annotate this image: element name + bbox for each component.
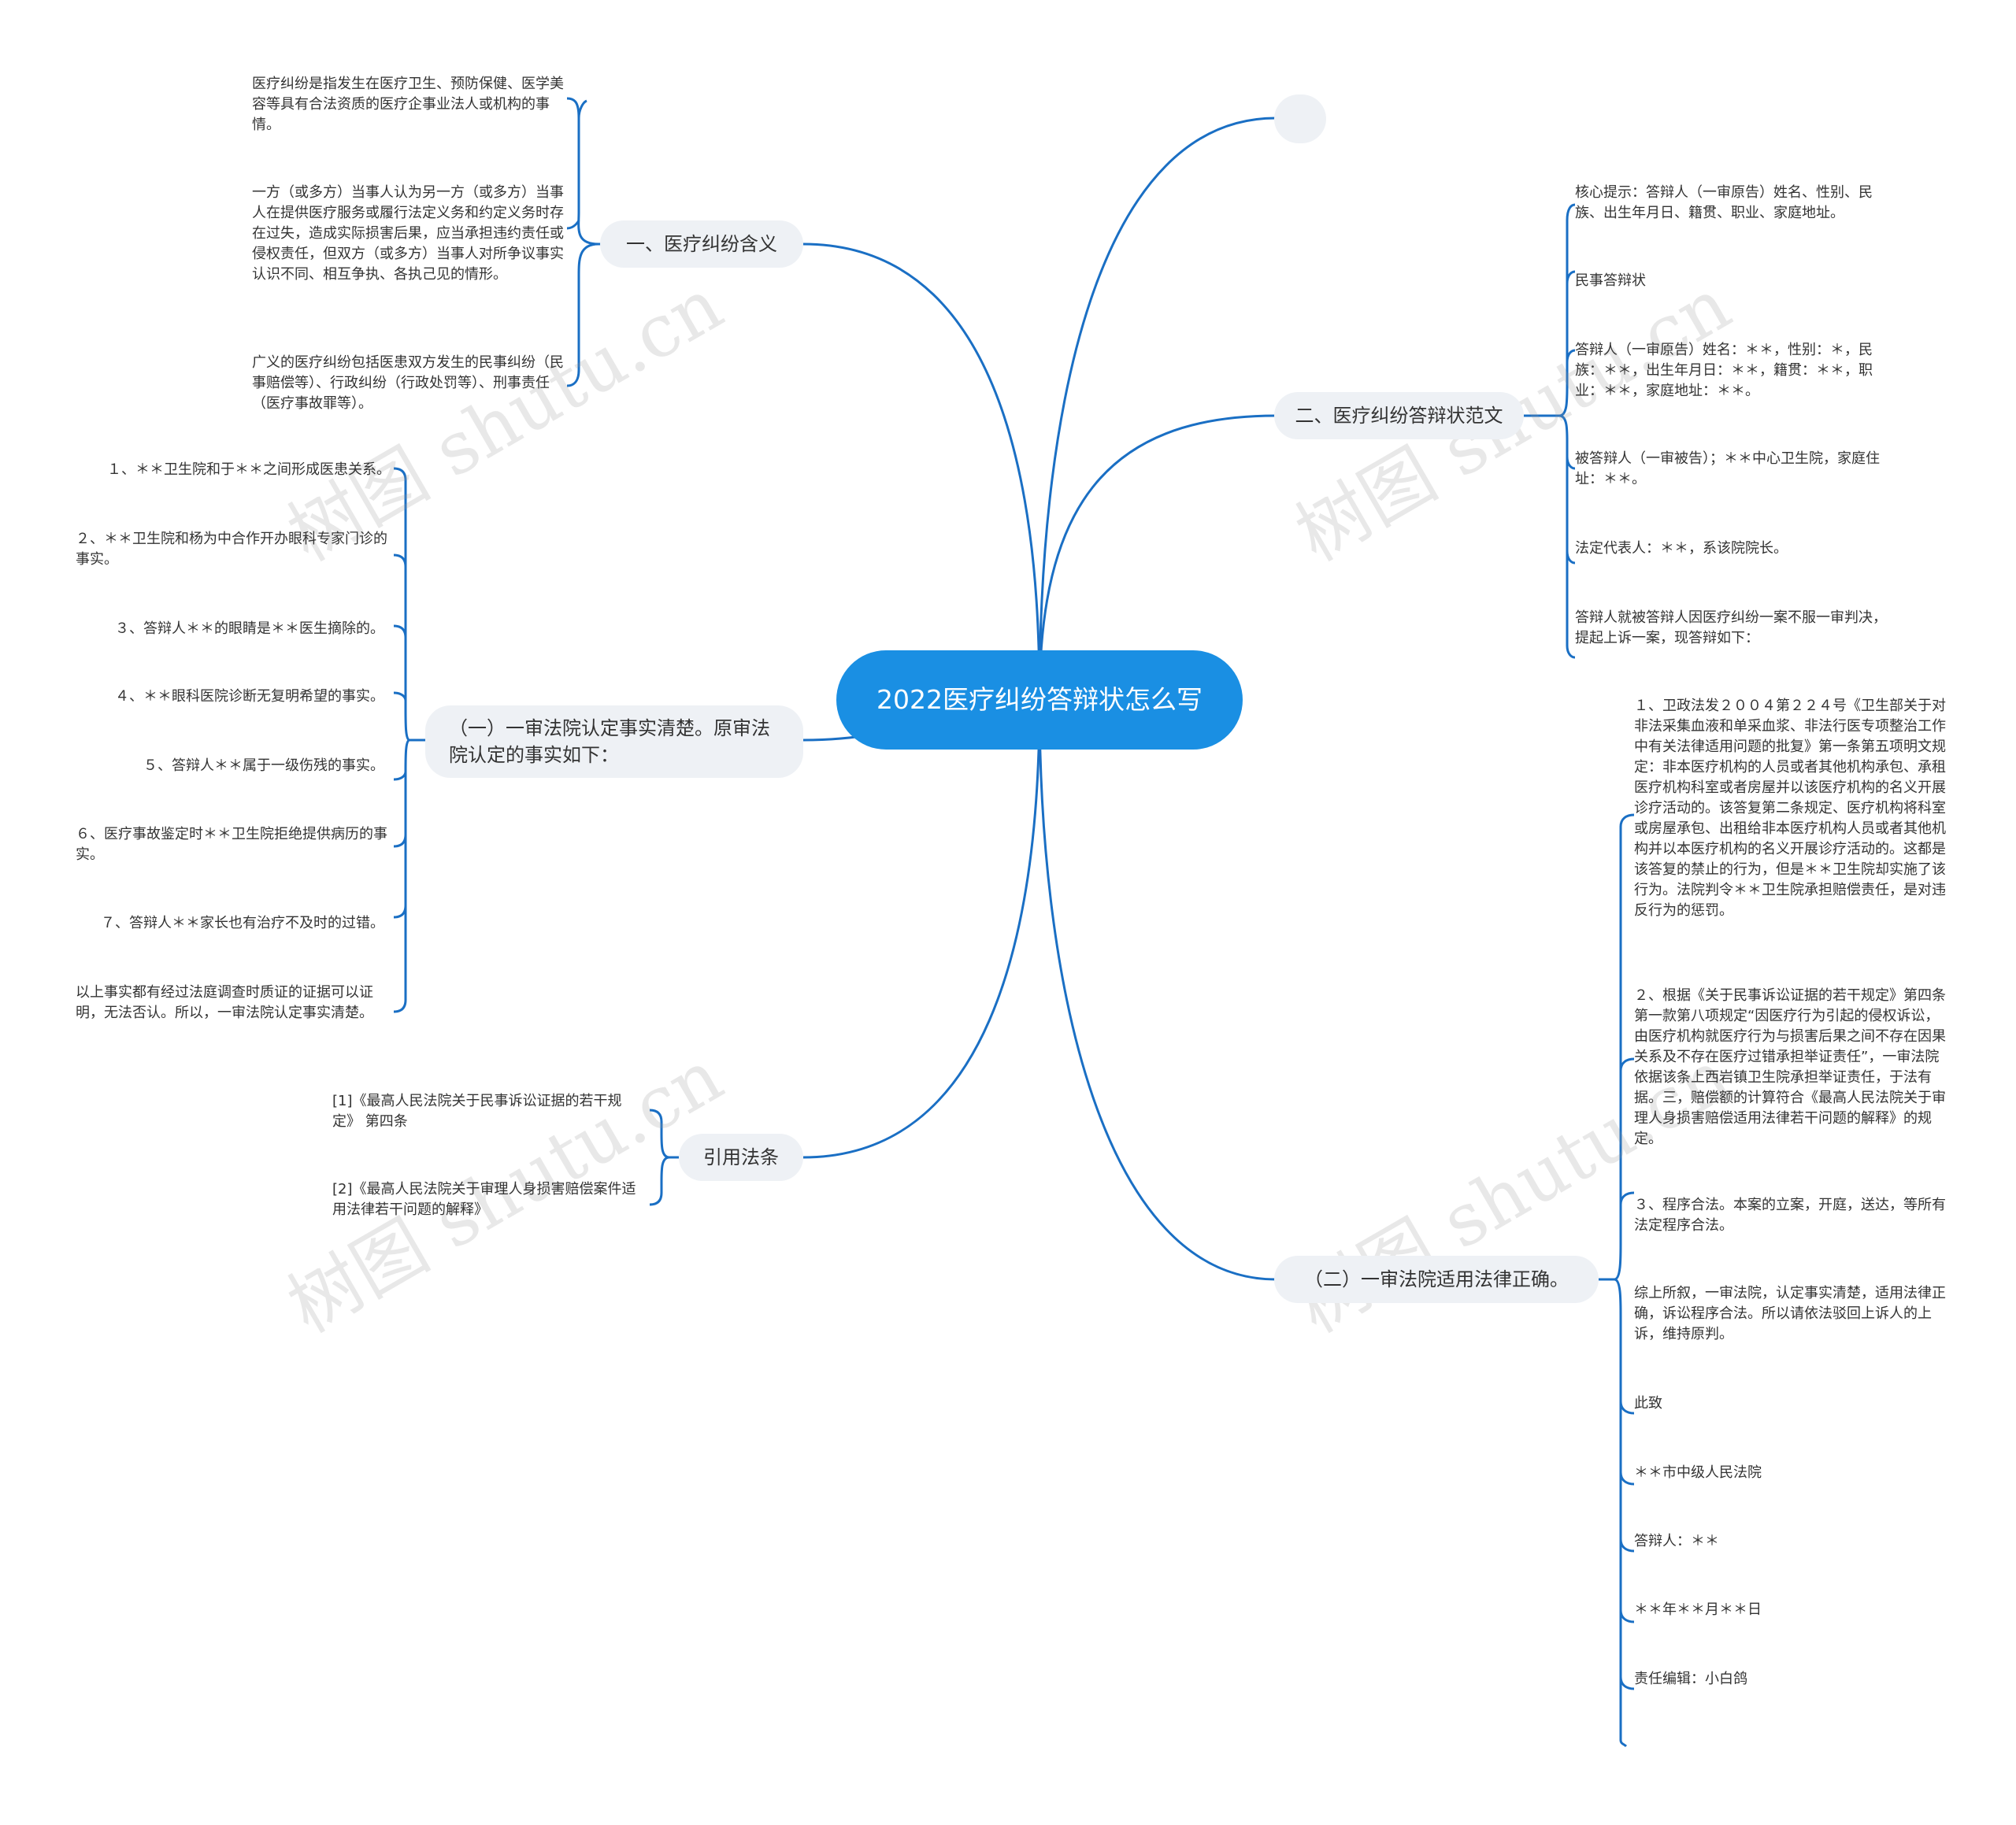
central-topic[interactable]: 2022医疗纠纷答辩状怎么写 [836,650,1243,750]
leaf-b3-2: [2]《最高人民法院关于审理人身损害赔偿案件适用法律若干问题的解释》 [332,1181,636,1218]
edge-center-b4 [1038,414,1277,701]
branch-cited-laws[interactable]: 引用法条 [679,1134,803,1181]
leaf-b2-5: ５、答辩人＊＊属于一级伤残的事实。 [143,757,384,774]
leaf-b5-9: 责任编辑：小白鸽 [1634,1671,1747,1687]
leaf-b5-3: ３、程序合法。本案的立案，开庭，送达，等所有法定程序合法。 [1634,1197,1946,1234]
leaf-b2-4: ４、＊＊眼科医院诊断无复明希望的事实。 [115,688,384,705]
leaf-b4-3: 答辩人（一审原告）姓名：＊＊，性别：＊，民族：＊＊，出生年月日：＊＊，籍贯：＊＊… [1575,342,1873,399]
leaf-b2-6: ６、医疗事故鉴定时＊＊卫生院拒绝提供病历的事实。 [76,826,387,863]
branch-label: 一、医疗纠纷含义 [626,233,777,255]
branch-label: （一）一审法院认定事实清楚。原审法院认定的事实如下： [449,717,770,766]
leaf-b3-1: [1]《最高人民法院关于民事诉讼证据的若干规定》 第四条 [332,1093,622,1130]
leaf-b1-2: 一方（或多方）当事人认为另一方（或多方）当事人在提供医疗服务或履行法定义务和约定… [252,184,564,283]
leaf-b5-7: 答辩人：＊＊ [1634,1533,1719,1549]
leaf-b4-5: 法定代表人：＊＊，系该院院长。 [1575,540,1788,557]
branch-medical-dispute-meaning[interactable]: 一、医疗纠纷含义 [600,220,803,268]
leaf-b5-5: 此致 [1634,1395,1662,1412]
central-topic-label: 2022医疗纠纷答辩状怎么写 [876,684,1203,715]
leaf-b5-4: 综上所叙，一审法院，认定事实清楚，适用法律正确，诉讼程序合法。所以请依法驳回上诉… [1634,1285,1946,1342]
leaf-b2-3: ３、答辩人＊＊的眼睛是＊＊医生摘除的。 [115,620,384,637]
branch-label: 二、医疗纠纷答辩状范文 [1295,405,1503,427]
leaf-b2-7: ７、答辩人＊＊家长也有治疗不及时的过错。 [101,915,384,931]
leaf-b5-8: ＊＊年＊＊月＊＊日 [1634,1601,1762,1618]
branch-answer-sample[interactable]: 二、医疗纠纷答辩状范文 [1274,392,1524,439]
edge-center-b1 [802,242,1041,701]
branch-law-applied-correctly[interactable]: （二）一审法院适用法律正确。 [1274,1256,1599,1303]
edge-center-b5 [1038,699,1277,1281]
branch-label: （二）一审法院适用法律正确。 [1304,1268,1569,1290]
edge-center-b3 [802,699,1041,1159]
branch-first-instance-facts[interactable]: （一）一审法院认定事实清楚。原审法院认定的事实如下： [425,705,803,778]
leaf-b4-1: 核心提示：答辩人（一审原告）姓名、性别、民族、出生年月日、籍贯、职业、家庭地址。 [1575,184,1873,221]
leaf-b5-2: ２、根据《关于民事诉讼证据的若干规定》第四条第一款第八项规定“因医疗行为引起的侵… [1634,987,1946,1147]
empty-topic-node[interactable] [1274,94,1326,143]
leaf-b4-4: 被答辩人（一审被告）；＊＊中心卫生院，家庭住址：＊＊。 [1575,450,1880,487]
leaf-b2-2: ２、＊＊卫生院和杨为中合作开办眼科专家门诊的事实。 [76,531,387,568]
leaf-b2-1: １、＊＊卫生院和于＊＊之间形成医患关系。 [107,461,391,478]
leaf-b5-6: ＊＊市中级人民法院 [1634,1464,1762,1481]
leaf-b4-6: 答辩人就被答辩人因医疗纠纷一案不服一审判决，提起上诉一案，现答辩如下： [1575,609,1887,646]
branch-label: 引用法条 [703,1146,779,1168]
leaf-b1-3: 广义的医疗纠纷包括医患双方发生的民事纠纷（民事赔偿等）、行政纠纷（行政处罚等）、… [252,354,564,412]
leaf-b1-1: 医疗纠纷是指发生在医疗卫生、预防保健、医学美容等具有合法资质的医疗企事业法人或机… [252,76,564,133]
edge-center-empty [1038,117,1277,701]
leaf-b5-1: １、卫政法发２００４第２２４号《卫生部关于对非法采集血液和单采血浆、非法行医专项… [1634,698,1946,919]
leaf-b2-8: 以上事实都有经过法庭调查时质证的证据可以证明，无法否认。所以，一审法院认定事实清… [76,984,373,1021]
leaf-b4-2: 民事答辩状 [1575,272,1646,289]
